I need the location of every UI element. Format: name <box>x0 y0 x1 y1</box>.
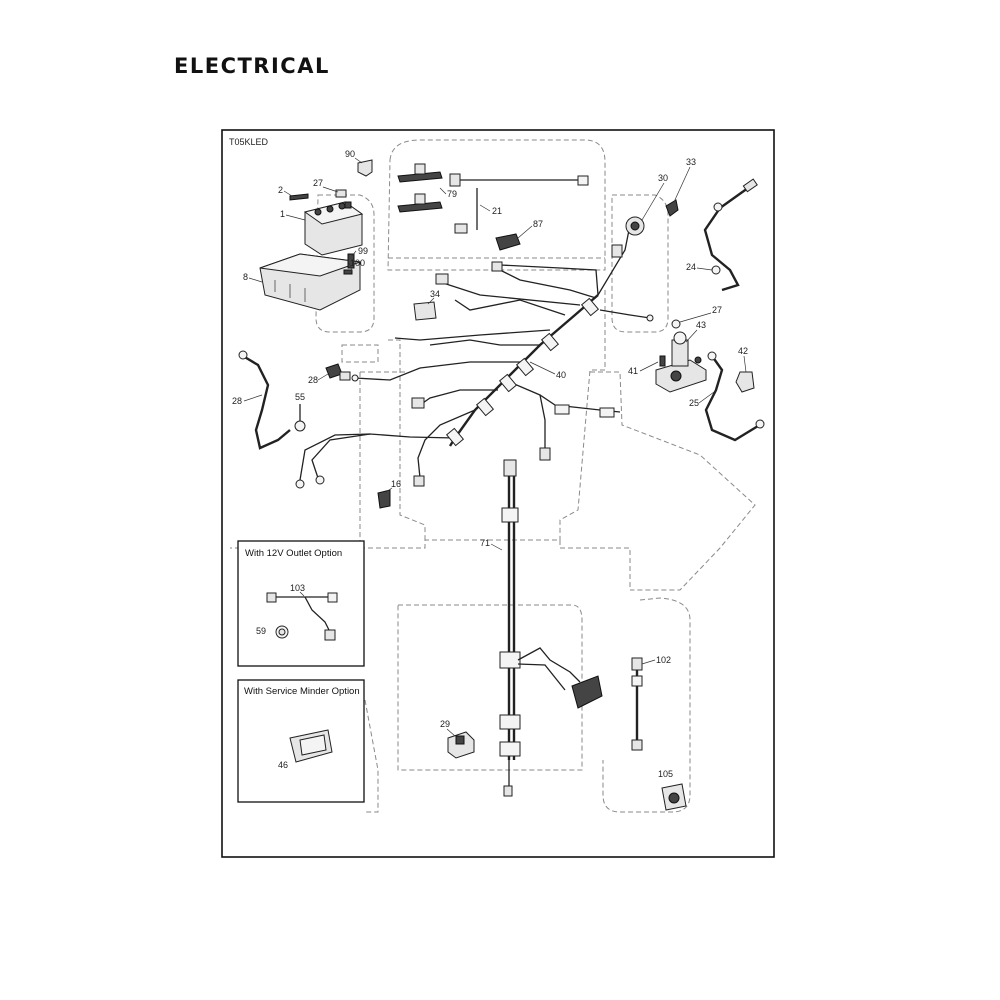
label-105: 105 <box>658 769 673 779</box>
label-79: 79 <box>447 189 457 199</box>
callout-labels: 90 2 27 1 99 100 8 79 21 87 34 30 33 24 … <box>232 149 748 779</box>
cable-24 <box>703 178 758 292</box>
solenoid-43 <box>655 319 707 393</box>
diagram-code: T05KLED <box>229 137 269 147</box>
label-100: 100 <box>350 258 365 268</box>
label-40: 40 <box>556 370 566 380</box>
label-16: 16 <box>391 479 401 489</box>
inset-service-minder: With Service Minder Option 46 <box>237 679 365 803</box>
label-42: 42 <box>738 346 748 356</box>
battery-assembly <box>259 189 364 311</box>
label-8: 8 <box>243 272 248 282</box>
wiring-harness <box>295 224 654 489</box>
label-30: 30 <box>658 173 668 183</box>
label-46: 46 <box>278 760 288 770</box>
page-title: ELECTRICAL <box>174 54 330 78</box>
inset-service-title: With Service Minder Option <box>244 686 360 697</box>
label-28-connector: 28 <box>308 375 318 385</box>
inset-12v-outlet: With 12V Outlet Option 103 59 <box>237 540 365 667</box>
label-24: 24 <box>686 262 696 272</box>
label-41: 41 <box>628 366 638 376</box>
connector-28 <box>325 363 351 381</box>
key-33 <box>665 199 679 217</box>
label-21: 21 <box>492 206 502 216</box>
bolt-55 <box>294 404 306 432</box>
label-43: 43 <box>696 320 706 330</box>
label-29: 29 <box>440 719 450 729</box>
label-71: 71 <box>480 538 490 548</box>
bracket-79 <box>397 163 443 213</box>
label-2: 2 <box>278 185 283 195</box>
cable-25 <box>704 351 765 442</box>
diagram-frame <box>221 129 775 858</box>
label-33: 33 <box>686 157 696 167</box>
label-90: 90 <box>345 149 355 159</box>
part-105 <box>661 783 687 811</box>
label-27-solenoid: 27 <box>712 305 722 315</box>
switch-16 <box>377 489 391 509</box>
harness-21 <box>449 173 589 234</box>
label-99: 99 <box>358 246 368 256</box>
label-1: 1 <box>280 209 285 219</box>
label-59: 59 <box>256 626 266 636</box>
label-25: 25 <box>689 398 699 408</box>
ignition-switch-30 <box>625 216 645 236</box>
label-87: 87 <box>533 219 543 229</box>
inset-12v-title: With 12V Outlet Option <box>245 548 342 559</box>
switch-29 <box>447 731 475 759</box>
boot-42 <box>735 371 755 393</box>
harness-102 <box>631 657 643 751</box>
label-103: 103 <box>290 583 305 593</box>
module-34 <box>413 301 437 321</box>
relay-87 <box>495 233 521 251</box>
label-34: 34 <box>430 289 440 299</box>
label-28-cable: 28 <box>232 396 242 406</box>
part-90 <box>357 159 373 177</box>
label-55: 55 <box>295 392 305 402</box>
cable-28-left <box>238 350 291 450</box>
label-102: 102 <box>656 655 671 665</box>
harness-71 <box>499 459 603 797</box>
label-27-battery: 27 <box>313 178 323 188</box>
